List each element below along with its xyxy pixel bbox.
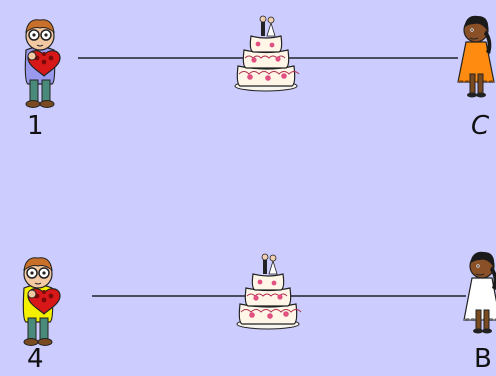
boy-purple-shirt-icon [25, 20, 60, 108]
label-right-c: C [471, 113, 489, 139]
label-left-4: 4 [27, 346, 44, 372]
label-right-b: B [474, 346, 492, 372]
label-left-1: 1 [27, 113, 44, 139]
wedding-cake-icon [235, 16, 299, 91]
girl-white-dress-icon [464, 252, 496, 334]
boy-yellow-shirt-icon [23, 258, 60, 346]
wedding-cake-icon [237, 254, 301, 329]
pair-2 [23, 252, 496, 346]
pair-1 [25, 16, 494, 108]
girl-orange-dress-icon [458, 16, 494, 98]
